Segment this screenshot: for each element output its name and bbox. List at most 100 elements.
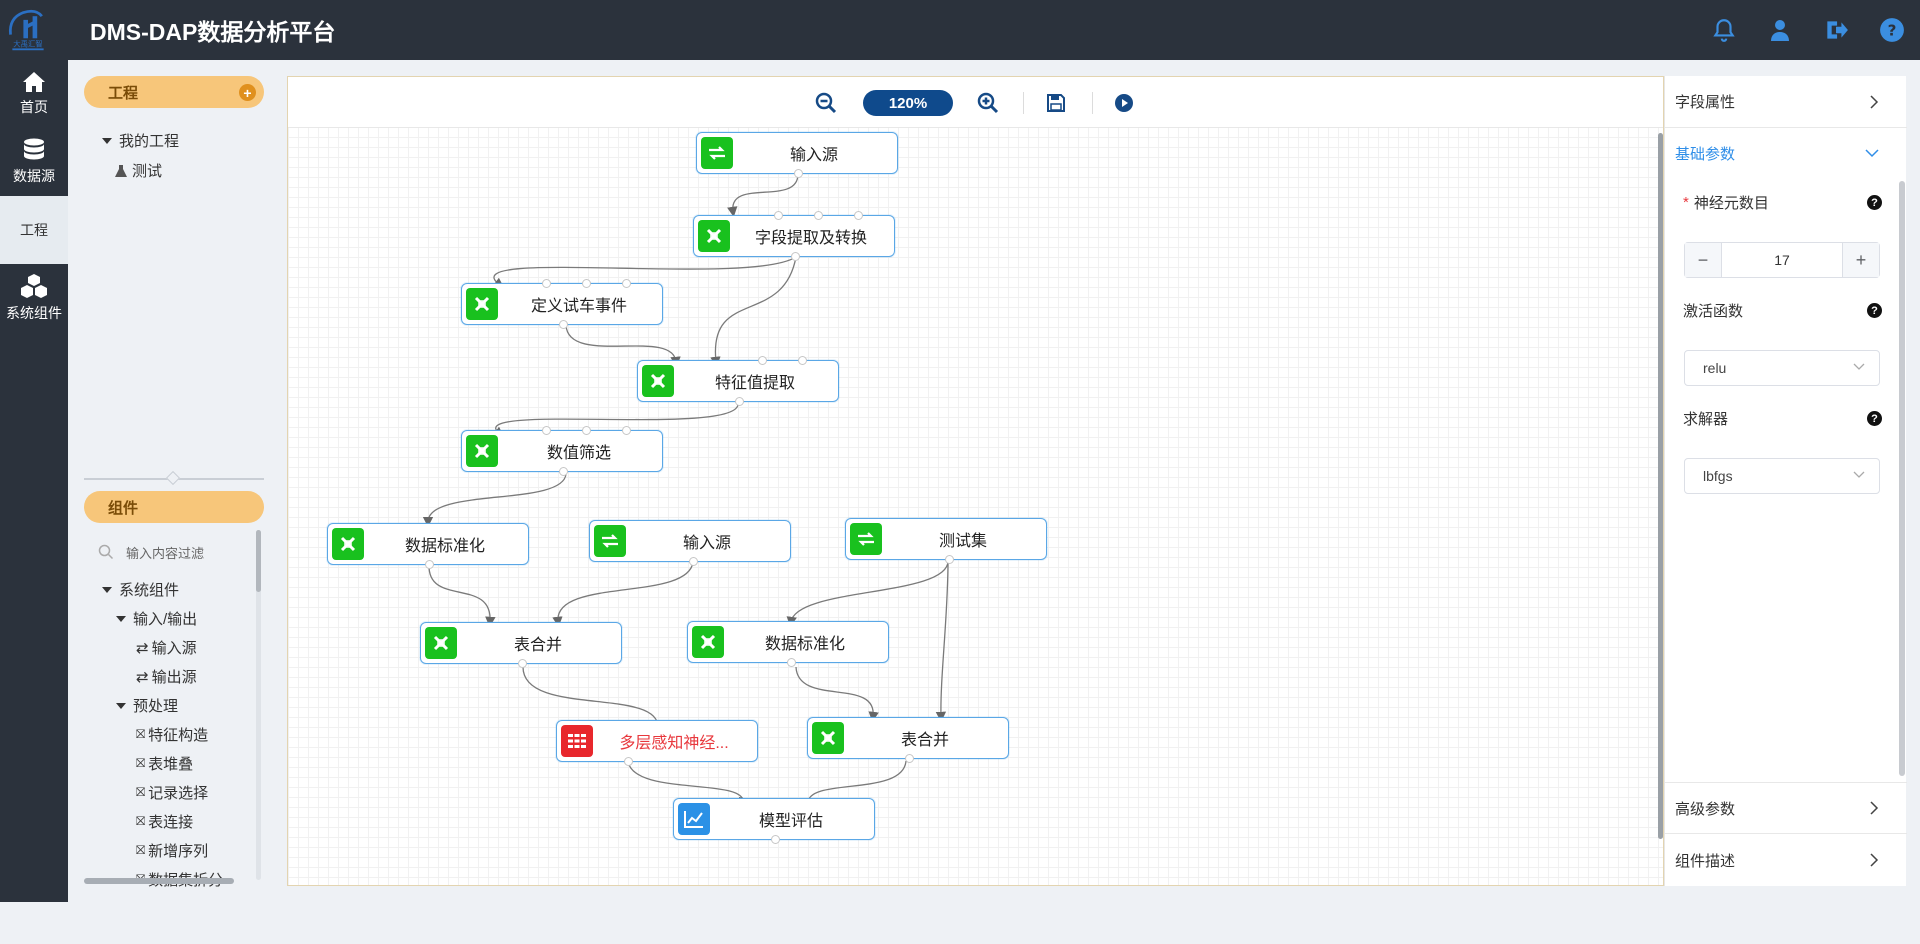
node-label: 输入源 bbox=[682, 535, 731, 552]
input-port[interactable] bbox=[622, 279, 631, 288]
decrement-button[interactable]: − bbox=[1685, 243, 1721, 277]
workflow-node[interactable]: 字段提取及转换 bbox=[693, 211, 895, 261]
tree-group-system-components[interactable]: 系统组件 bbox=[102, 579, 179, 600]
workflow-canvas[interactable]: 120% bbox=[287, 76, 1664, 886]
help-icon[interactable]: ? bbox=[1867, 195, 1882, 210]
tree-horizontal-scrollbar[interactable] bbox=[84, 878, 234, 884]
zoom-in-icon[interactable] bbox=[975, 90, 1001, 116]
nav-item-datasource[interactable]: 数据源 bbox=[0, 128, 68, 196]
input-port[interactable] bbox=[582, 426, 591, 435]
properties-panel: 字段属性 基础参数 *神经元数目 ? − 17 + 激活函数 ? relu 求解… bbox=[1664, 76, 1907, 886]
workflow-node[interactable]: 定义试车事件 bbox=[461, 279, 663, 329]
tree-item-table-stack[interactable]: ⛝ 表堆叠 bbox=[136, 753, 193, 774]
output-port[interactable] bbox=[905, 754, 914, 763]
nav-item-home[interactable]: 首页 bbox=[0, 60, 68, 128]
input-port[interactable] bbox=[758, 356, 767, 365]
tree-item-input-source[interactable]: ⇄ 输入源 bbox=[136, 637, 197, 658]
bell-icon[interactable] bbox=[1696, 0, 1752, 60]
save-icon[interactable] bbox=[1043, 90, 1069, 116]
tree-item-test[interactable]: 测试 bbox=[114, 160, 162, 181]
tree-group-io[interactable]: 输入/输出 bbox=[116, 608, 197, 629]
input-port[interactable] bbox=[814, 211, 823, 220]
nav-item-components[interactable]: 系统组件 bbox=[0, 264, 68, 332]
input-port[interactable] bbox=[582, 279, 591, 288]
component-icon bbox=[642, 365, 674, 397]
workflow-node[interactable]: 数值筛选 bbox=[461, 426, 663, 476]
logout-icon[interactable] bbox=[1808, 0, 1864, 60]
output-port[interactable] bbox=[945, 555, 954, 564]
output-port[interactable] bbox=[425, 560, 434, 569]
help-icon[interactable]: ? bbox=[1864, 0, 1920, 60]
output-port[interactable] bbox=[559, 320, 568, 329]
section-title: 字段属性 bbox=[1675, 94, 1736, 111]
workflow-node[interactable]: 模型评估 bbox=[673, 798, 875, 844]
component-icon: ⛝ bbox=[136, 843, 146, 857]
workflow-node[interactable]: 输入源 bbox=[589, 520, 791, 566]
section-field-props[interactable]: 字段属性 bbox=[1665, 76, 1907, 128]
node-label: 定义试车事件 bbox=[530, 298, 627, 315]
chevron-down-icon bbox=[1853, 363, 1865, 370]
input-port[interactable] bbox=[798, 356, 807, 365]
workflow-node[interactable]: 测试集 bbox=[845, 518, 1047, 564]
section-component-desc[interactable]: 组件描述 bbox=[1665, 834, 1907, 886]
tree-item-record-select[interactable]: ⛝ 记录选择 bbox=[136, 782, 208, 803]
input-port[interactable] bbox=[542, 279, 551, 288]
increment-button[interactable]: + bbox=[1843, 243, 1879, 277]
add-project-icon[interactable]: + bbox=[239, 84, 256, 101]
tree-item-table-join[interactable]: ⛝ 表连接 bbox=[136, 811, 193, 832]
workflow-node[interactable]: 表合并 bbox=[420, 622, 622, 668]
workflow-node[interactable]: 数据标准化 bbox=[327, 523, 529, 569]
node-label: 字段提取及转换 bbox=[754, 230, 867, 247]
input-port[interactable] bbox=[622, 426, 631, 435]
tree-group-my-projects[interactable]: 我的工程 bbox=[102, 130, 179, 151]
user-icon[interactable] bbox=[1752, 0, 1808, 60]
component-icon bbox=[692, 626, 724, 658]
select-value: lbfgs bbox=[1703, 468, 1733, 484]
panel-splitter[interactable] bbox=[84, 470, 264, 486]
canvas-scrollbar[interactable] bbox=[1658, 133, 1663, 839]
run-icon[interactable] bbox=[1111, 90, 1137, 116]
activation-select[interactable]: relu bbox=[1684, 350, 1880, 386]
caret-down-icon bbox=[102, 137, 112, 144]
field-label-text: 求解器 bbox=[1683, 411, 1729, 428]
output-port[interactable] bbox=[735, 397, 744, 406]
output-port[interactable] bbox=[787, 658, 796, 667]
workflow-node[interactable]: 特征值提取 bbox=[637, 356, 839, 406]
tree-item-feature-construct[interactable]: ⛝ 特征构造 bbox=[136, 724, 208, 745]
section-basic-params[interactable]: 基础参数 bbox=[1665, 128, 1907, 178]
zoom-out-icon[interactable] bbox=[813, 90, 839, 116]
input-port[interactable] bbox=[542, 426, 551, 435]
nav-item-project[interactable]: 工程 bbox=[0, 196, 68, 264]
output-port[interactable] bbox=[624, 757, 633, 766]
section-advanced-params[interactable]: 高级参数 bbox=[1665, 782, 1907, 834]
properties-scrollbar[interactable] bbox=[1899, 181, 1905, 776]
workflow-node[interactable]: 多层感知神经... bbox=[556, 720, 758, 766]
input-port[interactable] bbox=[774, 211, 783, 220]
component-filter-input[interactable]: 输入内容过滤 bbox=[98, 537, 258, 567]
preprocess-items-clip: ⛝ 特征构造 ⛝ 表堆叠 ⛝ 记录选择 ⛝ 表连接 ⛝ 新增序列 ⛝ 数据集拆分 bbox=[136, 724, 260, 944]
workflow-node[interactable]: 数据标准化 bbox=[687, 621, 889, 667]
tree-item-label: 输出源 bbox=[151, 669, 197, 686]
solver-select[interactable]: lbfgs bbox=[1684, 458, 1880, 494]
input-port[interactable] bbox=[854, 211, 863, 220]
help-icon[interactable]: ? bbox=[1867, 411, 1882, 426]
help-icon[interactable]: ? bbox=[1867, 303, 1882, 318]
output-port[interactable] bbox=[559, 467, 568, 476]
output-port[interactable] bbox=[518, 659, 527, 668]
cubes-icon bbox=[21, 274, 47, 298]
tree-item-new-sequence[interactable]: ⛝ 新增序列 bbox=[136, 840, 208, 861]
edge-layer bbox=[422, 173, 949, 809]
workflow-node[interactable]: 输入源 bbox=[696, 132, 898, 178]
component-tree-scrollbar[interactable] bbox=[256, 530, 261, 880]
tree-item-output-source[interactable]: ⇄ 输出源 bbox=[136, 666, 197, 687]
output-port[interactable] bbox=[794, 169, 803, 178]
tree-group-preprocess[interactable]: 预处理 bbox=[116, 695, 178, 716]
component-panel-header: 组件 bbox=[84, 491, 264, 523]
solver-label: 求解器 bbox=[1683, 408, 1728, 429]
neurons-value[interactable]: 17 bbox=[1721, 243, 1843, 277]
component-icon bbox=[812, 722, 844, 754]
output-port[interactable] bbox=[791, 252, 800, 261]
output-port[interactable] bbox=[689, 557, 698, 566]
output-port[interactable] bbox=[771, 835, 780, 844]
workflow-node[interactable]: 表合并 bbox=[807, 717, 1009, 763]
